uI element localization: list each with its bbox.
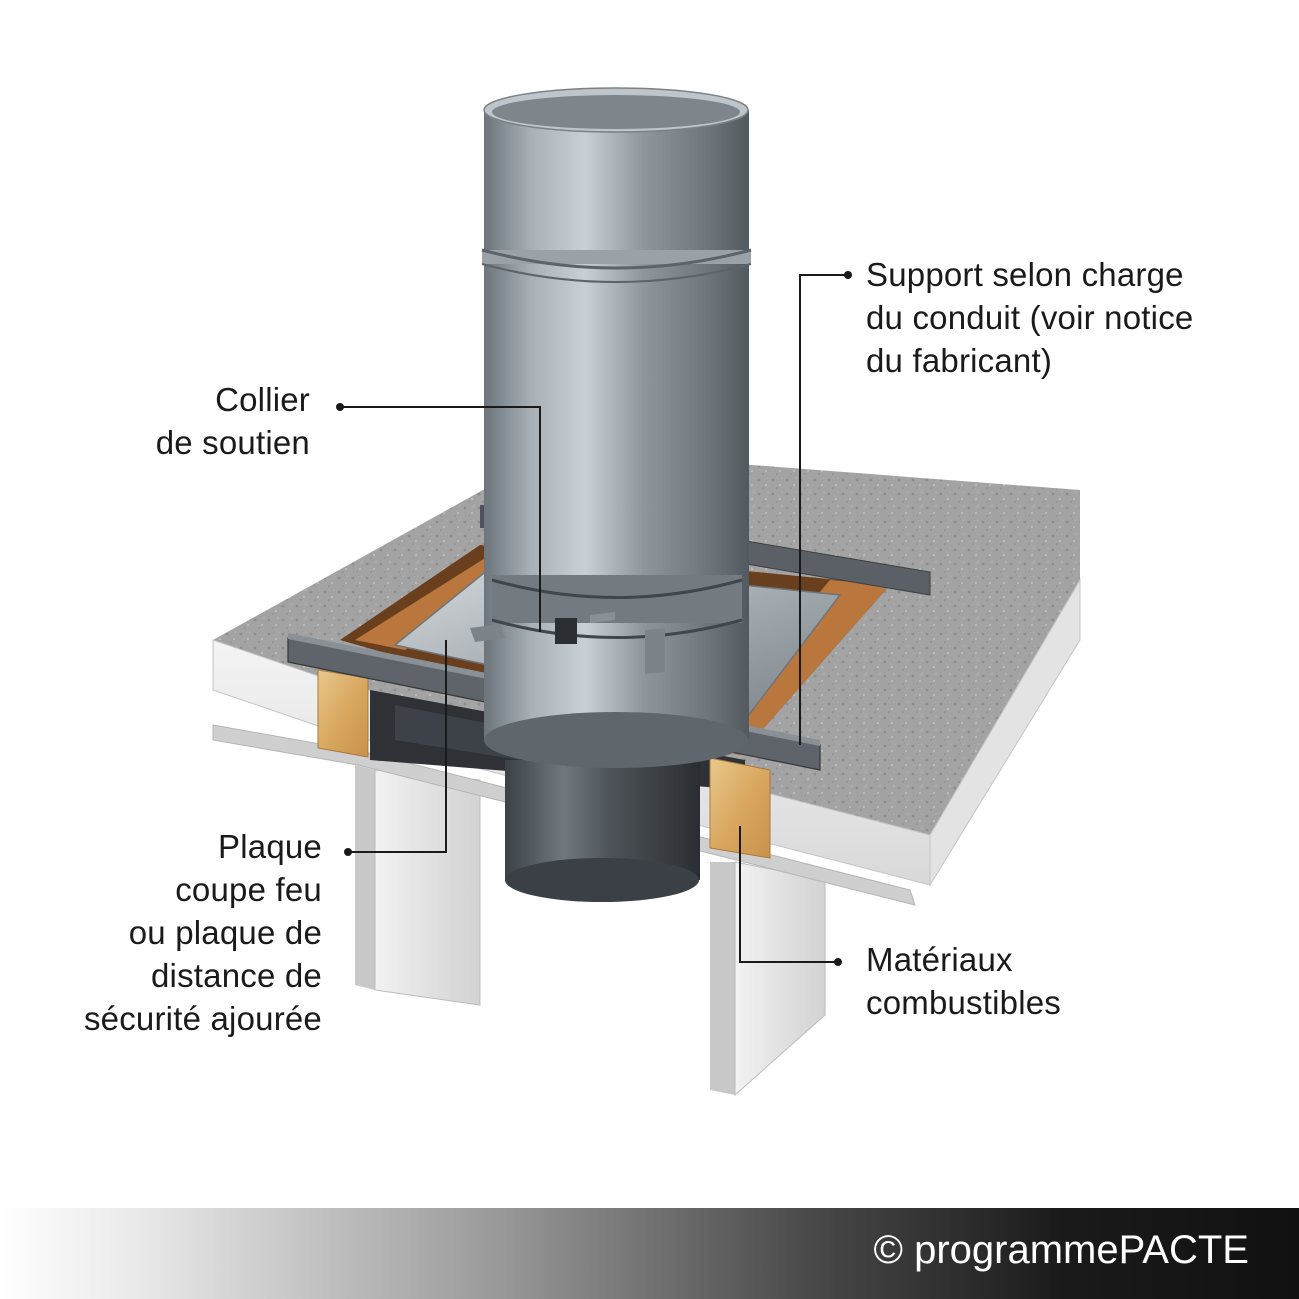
- label-line: distance de: [151, 957, 322, 994]
- label-line: de soutien: [155, 424, 310, 461]
- label-materiaux-combustibles: Matériaux combustibles: [866, 938, 1126, 1024]
- label-line: Support selon charge: [866, 256, 1184, 293]
- label-plaque-coupe-feu: Plaque coupe feu ou plaque de distance d…: [40, 825, 322, 1040]
- label-line: du fabricant): [866, 342, 1053, 379]
- label-support: Support selon charge du conduit (voir no…: [866, 253, 1266, 382]
- leader-dots: [336, 271, 852, 966]
- leader-lines: [340, 274, 848, 963]
- label-line: coupe feu: [175, 871, 322, 908]
- wood-block-left: [317, 669, 369, 758]
- label-line: sécurité ajourée: [83, 1000, 322, 1037]
- footer-bar: [0, 1208, 1299, 1299]
- label-collier-de-soutien: Collier de soutien: [100, 378, 310, 464]
- lower-walls: [355, 765, 826, 1097]
- support-collar: [470, 575, 743, 674]
- label-line: Matériaux: [866, 941, 1013, 978]
- flue-pipe: [481, 87, 752, 768]
- label-line: combustibles: [866, 984, 1061, 1021]
- copyright-text: © programmePACTE: [873, 1228, 1250, 1272]
- label-line: ou plaque de: [128, 914, 322, 951]
- lower-pipe: [505, 760, 700, 902]
- label-line: Plaque: [218, 828, 322, 865]
- label-line: Collier: [215, 381, 310, 418]
- label-line: du conduit (voir notice: [866, 299, 1194, 336]
- wood-block-right: [709, 757, 771, 859]
